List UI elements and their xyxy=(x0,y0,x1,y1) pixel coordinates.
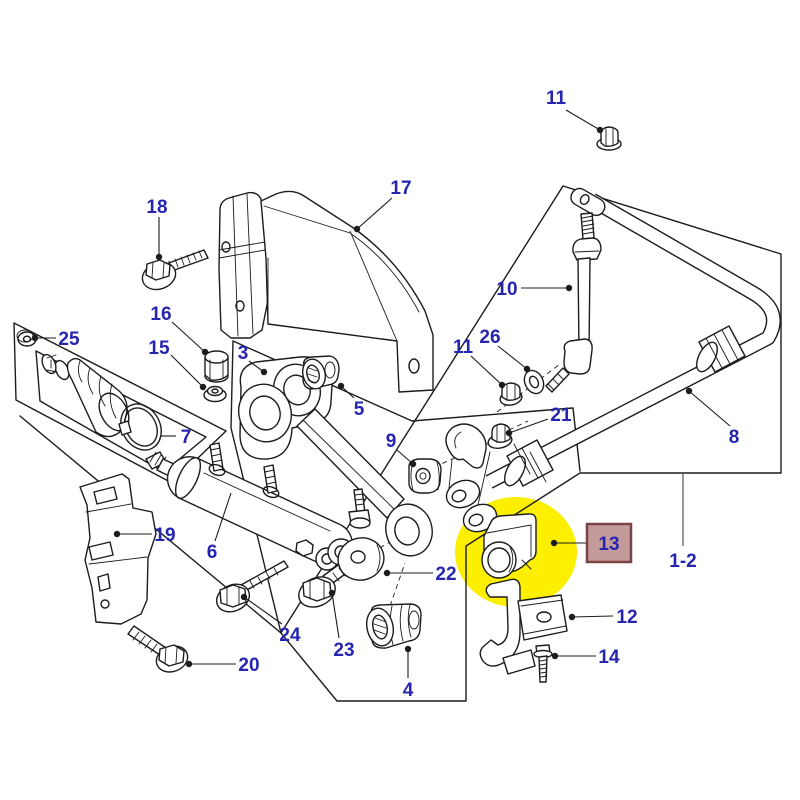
part-label-19[interactable]: 19 xyxy=(154,525,175,546)
cap-nut-16-drawing xyxy=(204,350,229,383)
leader-dot-3 xyxy=(260,368,268,376)
leader-line-17 xyxy=(356,197,393,230)
part-label-26[interactable]: 26 xyxy=(479,327,500,348)
leader-line-24 xyxy=(243,596,283,625)
leader-dot-15 xyxy=(199,383,207,391)
washer-22-drawing xyxy=(337,537,385,581)
part-label-24[interactable]: 24 xyxy=(279,625,301,646)
bushing-5-drawing xyxy=(301,355,340,390)
leader-dot-9 xyxy=(409,460,417,468)
leader-dot-16 xyxy=(201,348,209,356)
part-label-21[interactable]: 21 xyxy=(550,405,572,426)
highlight-label-box xyxy=(585,522,633,564)
leader-dot-25 xyxy=(31,334,39,342)
leader-line-23 xyxy=(331,592,340,639)
screw-18-drawing xyxy=(141,249,209,291)
part-label-23[interactable]: 23 xyxy=(333,640,354,661)
stabilizer-bar-drawing xyxy=(485,187,781,489)
leader-dot-14 xyxy=(551,652,559,660)
leader-dot-24 xyxy=(240,593,248,601)
part-label-16[interactable]: 16 xyxy=(150,304,171,325)
part-label-22[interactable]: 22 xyxy=(435,564,456,585)
nut-11-top-drawing xyxy=(596,126,622,151)
part-label-9[interactable]: 9 xyxy=(386,431,397,452)
bolt-14-drawing xyxy=(533,644,553,683)
leader-dot-4 xyxy=(404,645,412,653)
leader-line-21 xyxy=(508,418,549,434)
bolt-24-drawing xyxy=(215,560,289,613)
part-label-15[interactable]: 15 xyxy=(148,338,170,359)
part-label-5[interactable]: 5 xyxy=(354,399,365,420)
cv-boot-kit-7-drawing xyxy=(41,353,162,451)
washer-26-drawing xyxy=(523,369,545,395)
part-label-12[interactable]: 12 xyxy=(616,607,637,628)
part-label-11-top[interactable]: 11 xyxy=(546,88,567,109)
part-label-17[interactable]: 17 xyxy=(390,178,411,199)
leader-dot-18 xyxy=(155,253,163,261)
part-label-10[interactable]: 10 xyxy=(496,279,517,300)
leader-line-16 xyxy=(171,321,206,353)
clamp-bracket-12-drawing xyxy=(479,578,568,675)
leader-dot-17 xyxy=(353,225,361,233)
leader-dot-21 xyxy=(505,429,513,437)
bushing-13-drawing xyxy=(481,513,537,579)
leader-line-26 xyxy=(497,345,528,370)
screw-20-drawing xyxy=(127,625,189,673)
bushing-4-drawing xyxy=(365,603,422,649)
bracket-19-drawing xyxy=(79,473,157,625)
part-label-13[interactable]: 13 xyxy=(598,534,619,555)
leader-dot-19 xyxy=(113,530,121,538)
part-label-20[interactable]: 20 xyxy=(238,655,259,676)
nut-15-drawing xyxy=(203,385,227,403)
part-label-3[interactable]: 3 xyxy=(238,343,249,364)
leader-line-15 xyxy=(170,354,204,388)
bushing-9-drawing xyxy=(408,458,442,494)
bracket-17-drawing xyxy=(218,190,434,393)
leader-dot-20 xyxy=(185,660,193,668)
part-label-11-middle[interactable]: 11 xyxy=(453,337,474,358)
leader-dot-10 xyxy=(565,284,573,292)
leader-line-11-top xyxy=(565,109,601,131)
leader-line-6 xyxy=(214,492,232,542)
leader-line-11-middle xyxy=(470,355,503,386)
leader-dot-23 xyxy=(328,589,336,597)
leader-dot-5 xyxy=(337,382,345,390)
leader-line-8 xyxy=(688,390,731,427)
nut-21-drawing xyxy=(433,420,529,468)
leader-dot-12 xyxy=(568,613,576,621)
part-label-8[interactable]: 8 xyxy=(729,427,740,448)
leader-dot-11-top xyxy=(596,126,604,134)
leader-line-9 xyxy=(396,449,414,465)
part-label-4[interactable]: 4 xyxy=(403,680,414,701)
bar-mount-collars xyxy=(503,325,746,487)
part-label-25[interactable]: 25 xyxy=(58,329,80,350)
stabilizer-link-10-drawing xyxy=(496,212,602,413)
leader-dot-13 xyxy=(550,539,558,547)
leader-dot-8 xyxy=(685,387,693,395)
part-label-1-2[interactable]: 1-2 xyxy=(669,551,696,572)
damper-6-drawing xyxy=(145,442,355,571)
part-label-6[interactable]: 6 xyxy=(207,542,218,563)
knuckle-fork-drawing xyxy=(445,423,498,533)
leader-line-12 xyxy=(571,615,614,618)
part-label-18[interactable]: 18 xyxy=(146,197,167,218)
part-label-7[interactable]: 7 xyxy=(181,427,192,448)
part-label-14[interactable]: 14 xyxy=(598,647,620,668)
leader-dot-22 xyxy=(383,569,391,577)
leader-dot-11-middle xyxy=(498,381,506,389)
leader-dot-26 xyxy=(523,365,531,373)
nut-11-middle-drawing xyxy=(499,382,523,406)
